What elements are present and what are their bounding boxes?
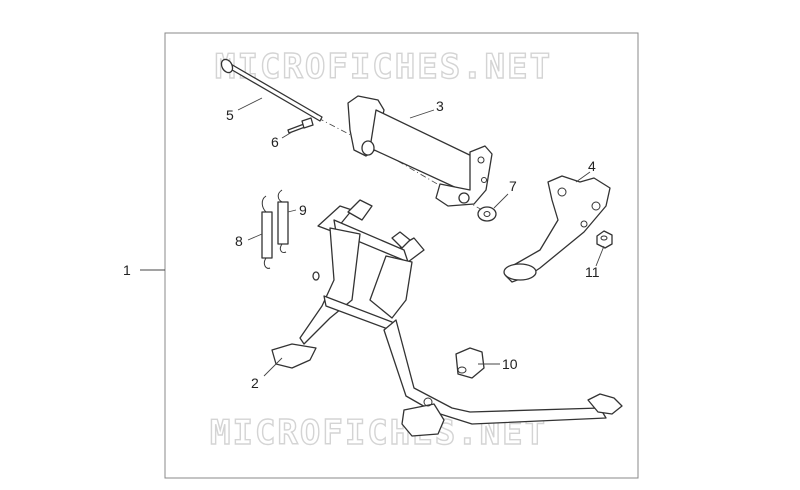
- part-4-side-stand: [503, 175, 611, 283]
- watermark-top: MICROFICHES.NET: [215, 47, 552, 87]
- callout-4: 4: [588, 158, 596, 174]
- part-9-spring: [277, 189, 289, 253]
- callout-2: 2: [251, 375, 259, 391]
- leader-lines: [140, 97, 605, 377]
- part-6-screw: [287, 117, 314, 134]
- part-7-washer: [477, 206, 497, 222]
- callout-11: 11: [585, 264, 600, 280]
- callout-3: 3: [436, 98, 444, 114]
- part-5-pivot-pin: [220, 58, 323, 122]
- callout-7: 7: [509, 178, 517, 194]
- callout-8: 8: [235, 233, 243, 249]
- part-3-pivot-bracket: [347, 95, 493, 207]
- callout-1: 1: [123, 262, 131, 278]
- callout-5: 5: [226, 107, 234, 123]
- callouts: 1 2 3 4 5 6 7 8 9 10 11: [123, 98, 600, 391]
- callout-9: 9: [299, 202, 307, 218]
- part-11-nut: [596, 230, 613, 249]
- part-2-centre-stand: [271, 199, 623, 437]
- callout-10: 10: [502, 356, 518, 372]
- callout-6: 6: [271, 134, 279, 150]
- part-8-spring: [261, 195, 273, 269]
- assembly-frame: [164, 32, 639, 479]
- part-10-rubber-buffer: [455, 347, 485, 379]
